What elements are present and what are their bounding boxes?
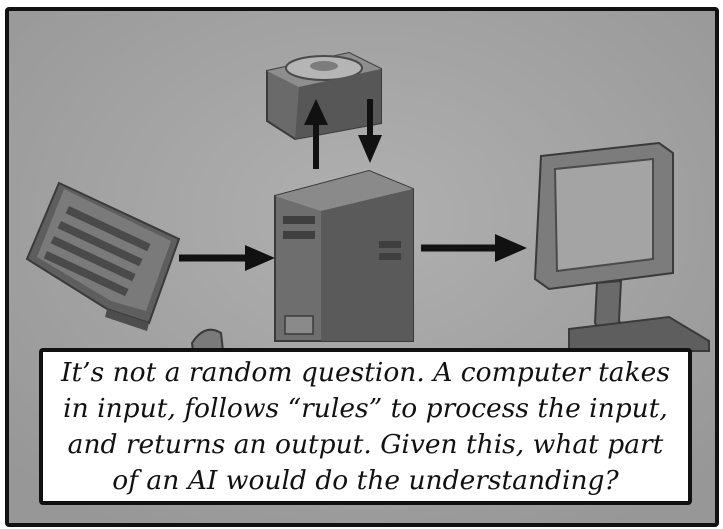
caption-box: It’s not a random question. A computer t… bbox=[39, 348, 692, 505]
comic-panel: It’s not a random question. A computer t… bbox=[5, 7, 719, 527]
hard-disk-icon bbox=[266, 51, 382, 141]
arrow-icon bbox=[421, 234, 527, 262]
keyboard-icon bbox=[25, 181, 181, 331]
computer-tower-icon bbox=[274, 169, 414, 342]
monitor-icon bbox=[533, 141, 710, 352]
arrow-icon bbox=[179, 245, 275, 271]
arrow-icon bbox=[304, 99, 382, 169]
caption-text: It’s not a random question. A computer t… bbox=[61, 356, 670, 496]
